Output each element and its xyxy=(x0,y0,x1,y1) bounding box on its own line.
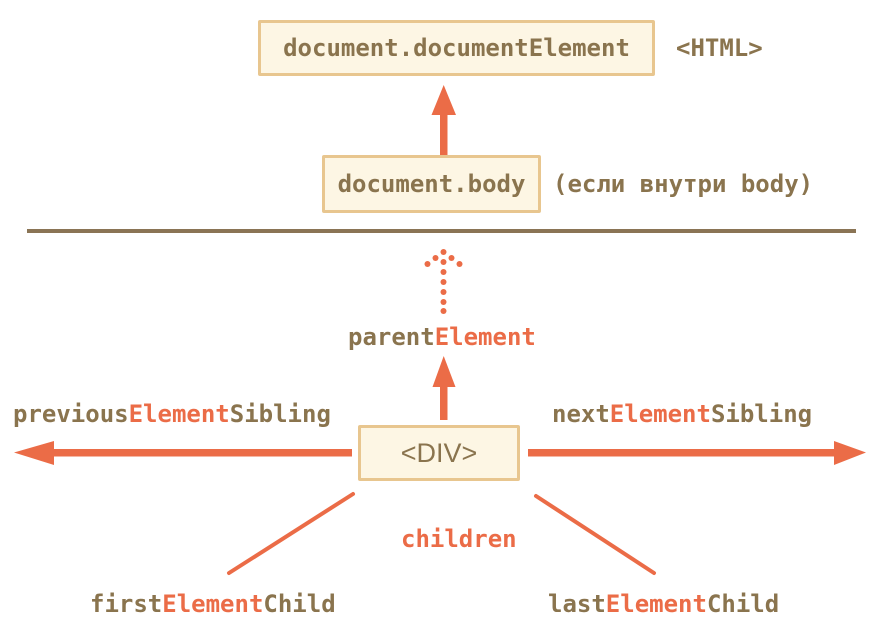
last-element-child-label-pre: last xyxy=(548,590,606,618)
last-element-child-label-post: Child xyxy=(706,590,780,618)
last-element-child-label-accent: Element xyxy=(605,590,707,618)
parent-element-label: parentElement xyxy=(348,322,536,352)
document-element-box-label: document.documentElement xyxy=(283,34,630,62)
document-body-box: document.body xyxy=(322,155,541,213)
next-element-sibling-label-pre: next xyxy=(552,400,610,428)
first-element-child-label-post: Child xyxy=(263,590,336,618)
previous-element-sibling-label-post: Sibling xyxy=(229,400,331,428)
next-element-sibling-label-post: Sibling xyxy=(710,400,813,428)
last-element-child-label: lastElementChild xyxy=(548,589,779,619)
children-label: children xyxy=(401,525,517,553)
line-to-first-child xyxy=(227,492,355,575)
document-body-box-label: document.body xyxy=(337,170,526,198)
body-condition-annotation: (если внутри body) xyxy=(553,170,814,198)
dotted-parent-arrow-icon xyxy=(424,249,463,314)
arrow-div-to-parentelement-icon xyxy=(432,356,456,420)
document-element-box: document.documentElement xyxy=(258,20,655,76)
html-tag-annotation: <HTML> xyxy=(676,34,763,62)
previous-element-sibling-label-accent: Element xyxy=(128,400,230,428)
next-element-sibling-label: nextElementSibling xyxy=(552,399,812,429)
first-element-child-label-pre: first xyxy=(90,590,163,618)
parent-element-label-pre: parent xyxy=(348,323,435,351)
parent-element-label-accent: Element xyxy=(434,323,536,351)
next-element-sibling-label-accent: Element xyxy=(609,400,711,428)
first-element-child-label-accent: Element xyxy=(162,590,264,618)
div-node-box-label: <DIV> xyxy=(400,437,478,468)
arrow-next-sibling-icon xyxy=(528,441,866,465)
line-to-last-child xyxy=(534,494,656,575)
arrow-previous-sibling-icon xyxy=(14,441,352,465)
arrow-body-to-documentelement-icon xyxy=(431,85,456,155)
previous-element-sibling-label-pre: previous xyxy=(13,400,129,428)
section-divider xyxy=(27,229,856,233)
first-element-child-label: firstElementChild xyxy=(90,589,336,619)
div-node-box: <DIV> xyxy=(358,425,520,481)
previous-element-sibling-label: previousElementSibling xyxy=(13,399,331,429)
